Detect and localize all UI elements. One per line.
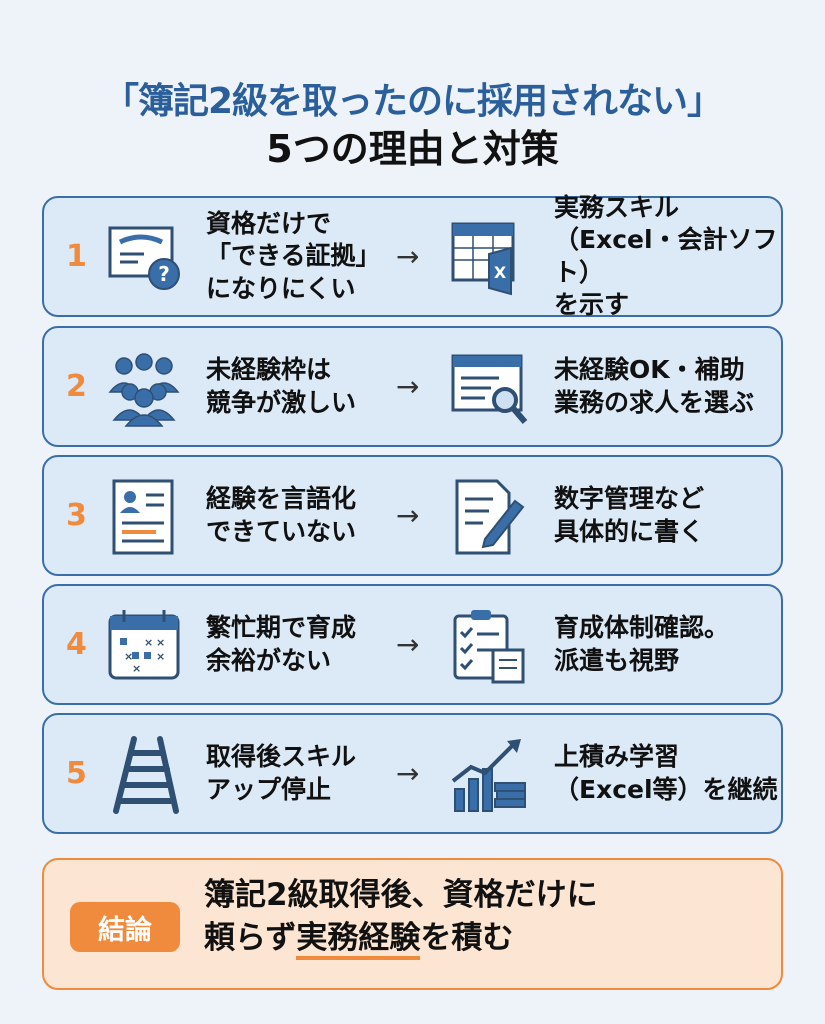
item-number: 4 — [66, 627, 87, 662]
reason-card-5: 5 取得後スキル アップ停止 → 上積み学習 （Excel等）を継続 — [42, 713, 783, 834]
reason-card-1: 1 ? 資格だけで 「できる証拠」 になりにくい → X 実務スキル （Exce… — [42, 192, 783, 320]
job-search-icon — [451, 354, 528, 424]
ladder-icon — [113, 736, 179, 814]
calendar-icon: ××××× — [108, 610, 180, 680]
solution-text: 育成体制確認。 派遣も視野 — [554, 613, 730, 675]
excel-spreadsheet-icon: X — [451, 222, 515, 296]
conclusion-emphasis: 実務経験 — [296, 920, 421, 961]
svg-text:×: × — [156, 636, 165, 649]
reason-text: 資格だけで 「できる証拠」 になりにくい — [206, 208, 381, 303]
reason-card-2: 2 未経験枠は 競争が激しい → 未経験OK・補助 業務の求人を選ぶ — [42, 326, 783, 447]
svg-text:×: × — [124, 650, 133, 663]
certificate-question-icon: ? — [108, 226, 180, 290]
svg-text:?: ? — [158, 262, 170, 286]
item-number: 3 — [66, 498, 87, 533]
arrow-right-icon: → — [396, 370, 420, 403]
resume-icon — [112, 479, 174, 555]
reason-card-4: 4 ××××× 繁忙期で育成 余裕がない → 育成体制確認。 派遣も視野 — [42, 584, 783, 705]
solution-text: 実務スキル （Excel・会計ソフト） を示す — [554, 192, 778, 320]
item-number: 1 — [66, 239, 87, 274]
arrow-right-icon: → — [396, 628, 420, 661]
reason-card-3: 3 経験を言語化 できていない → 数字管理など 具体的に書く — [42, 455, 783, 576]
conclusion-pre: 頼らず — [204, 920, 297, 957]
growth-chart-books-icon — [451, 739, 526, 812]
svg-text:X: X — [494, 263, 507, 282]
crowd-icon — [108, 353, 180, 427]
item-number: 2 — [66, 369, 87, 404]
svg-text:×: × — [132, 662, 141, 675]
conclusion-badge: 結論 — [70, 902, 180, 952]
svg-text:×: × — [144, 636, 153, 649]
checklist-icon — [453, 610, 525, 684]
conclusion-line1: 簿記2級取得後、資格だけに — [204, 877, 598, 913]
solution-text: 数字管理など 具体的に書く — [554, 484, 705, 546]
reason-text: 繁忙期で育成 余裕がない — [206, 613, 357, 675]
reason-text: 取得後スキル アップ停止 — [206, 742, 357, 804]
conclusion-post: を積む — [420, 920, 514, 957]
title-line2: 5つの理由と対策 — [266, 127, 559, 171]
reason-text: 未経験枠は 競争が激しい — [206, 355, 357, 417]
document-pen-icon — [455, 479, 525, 555]
conclusion-box: 結論 簿記2級取得後、資格だけに 頼らず実務経験を積む — [42, 858, 783, 990]
arrow-right-icon: → — [396, 240, 420, 273]
conclusion-text: 簿記2級取得後、資格だけに 頼らず実務経験を積む — [204, 874, 598, 961]
svg-text:×: × — [156, 650, 165, 663]
reason-text: 経験を言語化 できていない — [206, 484, 357, 546]
solution-text: 未経験OK・補助 業務の求人を選ぶ — [554, 355, 755, 417]
solution-text: 上積み学習 （Excel等）を継続 — [554, 742, 778, 804]
conclusion-line2: 頼らず実務経験を積む — [204, 917, 598, 961]
item-number: 5 — [66, 756, 87, 791]
title-line1: 「簿記2級を取ったのに採用されない」 — [102, 81, 723, 122]
arrow-right-icon: → — [396, 757, 420, 790]
arrow-right-icon: → — [396, 499, 420, 532]
